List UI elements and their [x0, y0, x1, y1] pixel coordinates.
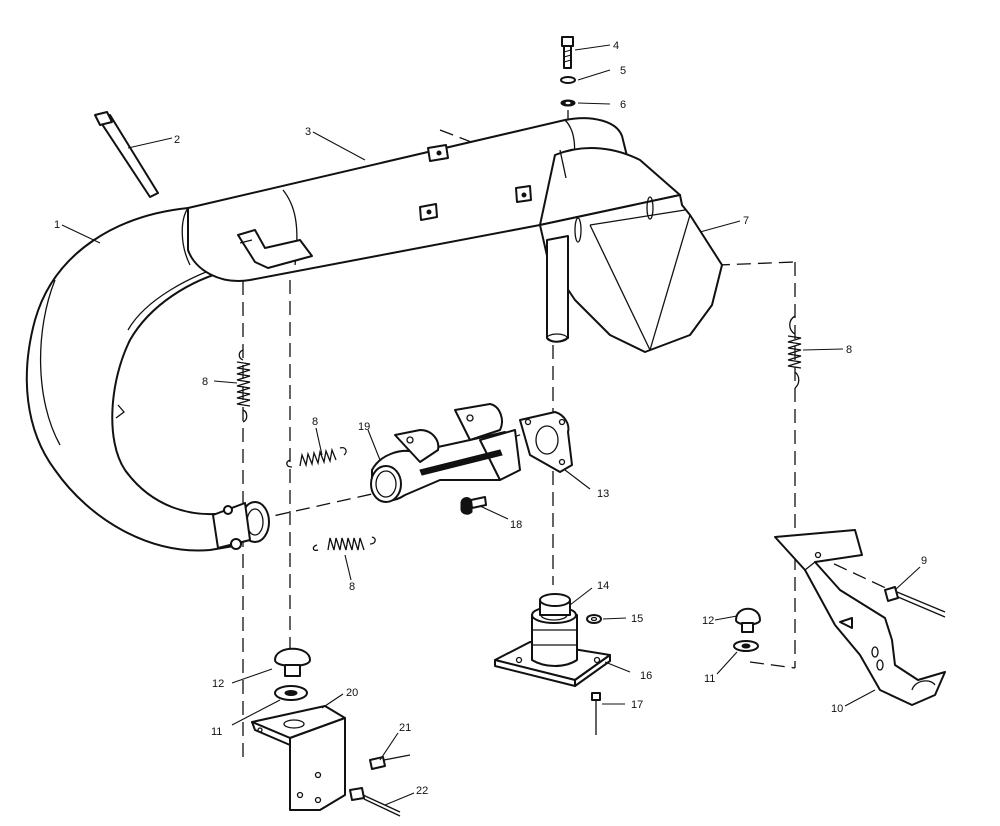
spring-center-lower	[312, 536, 376, 552]
spring-center-upper	[286, 446, 347, 468]
callout-11a: 11	[211, 726, 222, 738]
callout-13: 13	[597, 488, 609, 500]
cable-tie	[94, 111, 159, 198]
callout-22: 22	[416, 785, 428, 797]
callout-16: 16	[640, 670, 652, 682]
callout-2: 2	[174, 134, 180, 146]
spring-left	[236, 349, 251, 423]
bolt-and-washers	[560, 36, 576, 107]
mount-washer	[586, 614, 602, 624]
cable-22	[349, 787, 401, 817]
callout-7: 7	[743, 215, 749, 227]
grommet-right	[733, 607, 761, 652]
callout-14: 14	[597, 580, 609, 592]
muffler-body	[181, 117, 629, 282]
callout-18: 18	[510, 519, 522, 531]
callout-1: 1	[54, 219, 60, 231]
callout-labels: 1 2 3 4 5 6 7 8 8 8 8 9 10 11 11 12 12 1…	[54, 40, 927, 797]
callout-6: 6	[620, 99, 626, 111]
callout-8b: 8	[846, 344, 852, 356]
leader-lines	[61, 44, 921, 806]
callout-12a: 12	[212, 678, 224, 690]
callout-21: 21	[399, 722, 411, 734]
mount-bracket-right	[774, 529, 946, 706]
callout-8d: 8	[349, 581, 355, 593]
exhaust-manifold	[370, 403, 521, 503]
rubber-mount	[494, 593, 611, 687]
callout-8a: 8	[202, 376, 208, 388]
callout-3: 3	[305, 126, 311, 138]
callout-11b: 11	[704, 673, 715, 685]
callout-4: 4	[613, 40, 619, 52]
callout-9: 9	[921, 555, 927, 567]
callout-19: 19	[358, 421, 370, 433]
callout-17: 17	[631, 699, 643, 711]
callout-10: 10	[831, 703, 843, 715]
callout-5: 5	[620, 65, 626, 77]
cable-9	[884, 586, 946, 618]
callout-8c: 8	[312, 416, 318, 428]
callout-15: 15	[631, 613, 643, 625]
mount-bracket-left	[251, 705, 346, 811]
mount-stud	[591, 692, 601, 735]
heat-shield	[539, 147, 723, 353]
grommet-left	[274, 647, 311, 701]
manifold-bolt	[460, 496, 487, 515]
rivet-21	[369, 754, 411, 770]
callout-12b: 12	[702, 615, 714, 627]
spring-right	[787, 315, 802, 389]
gasket	[519, 411, 573, 473]
callout-20: 20	[346, 687, 358, 699]
